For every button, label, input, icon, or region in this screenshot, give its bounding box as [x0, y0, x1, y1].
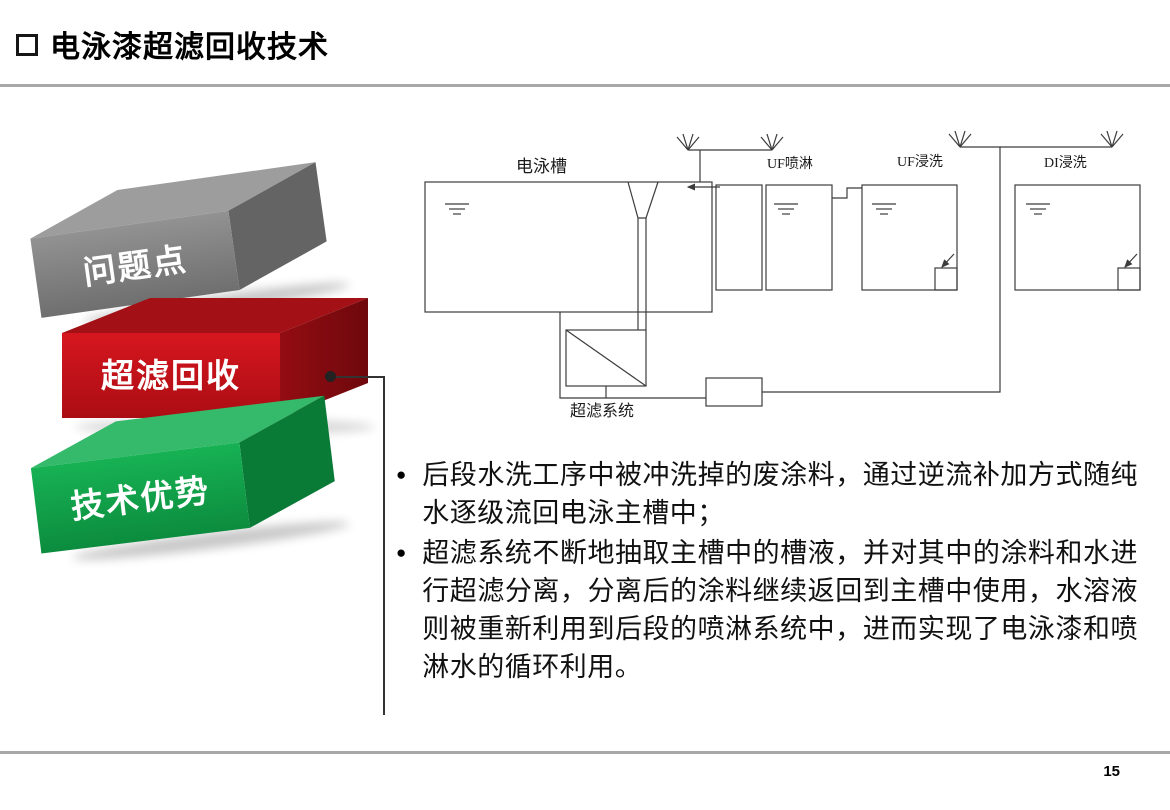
block-shadow	[72, 521, 351, 560]
header-divider	[0, 84, 1170, 87]
pump	[705, 377, 763, 407]
uf-rinse-tank	[861, 184, 958, 291]
square-bullet-icon	[16, 34, 38, 56]
bullet-list: ● 后段水洗工序中被冲洗掉的废涂料，通过逆流补加方式随纯水逐级流回电泳主槽中； …	[396, 456, 1138, 688]
inter-tank-pipe	[832, 187, 862, 199]
flow-arrow	[1124, 253, 1138, 268]
connector-line	[331, 376, 385, 715]
bullet-icon: ●	[396, 543, 407, 562]
water-level-icon	[774, 203, 798, 215]
block-side-face	[228, 162, 327, 290]
spray-icon	[948, 130, 972, 148]
page-number: 15	[1103, 763, 1120, 780]
uf-rinse-label: UF浸洗	[897, 154, 943, 170]
rinse-tank-1	[715, 184, 763, 291]
spray-icon	[676, 133, 700, 151]
block-top-face	[30, 395, 325, 469]
main-tank	[424, 181, 713, 313]
bullet-icon: ●	[396, 465, 407, 484]
nav-block-problem-points[interactable]: 问题点	[25, 162, 331, 318]
overflow-box	[1117, 267, 1141, 291]
nav-block-tech-advantage[interactable]: 技术优势	[27, 395, 340, 554]
spray-icon	[1100, 130, 1124, 148]
block-side-face	[239, 395, 335, 528]
connector-dot	[325, 371, 336, 382]
block-front-face	[30, 210, 240, 318]
water-level-icon	[1026, 203, 1050, 215]
main-tank-label: 电泳槽	[516, 157, 567, 176]
di-rinse-label: DI浸洗	[1044, 155, 1087, 171]
block-top-face	[30, 162, 316, 239]
slide-header: 电泳漆超滤回收技术	[16, 22, 329, 66]
suction-pipe	[559, 312, 706, 399]
footer-divider	[0, 751, 1170, 754]
permeate-return-pipe	[762, 146, 1001, 393]
list-item: ● 后段水洗工序中被冲洗掉的废涂料，通过逆流补加方式随纯水逐级流回电泳主槽中；	[396, 456, 1138, 532]
weir-funnel	[627, 181, 659, 219]
page-title: 电泳漆超滤回收技术	[50, 31, 329, 64]
overflow-box	[934, 267, 958, 291]
diagram-labels: 电泳槽 UF喷淋 UF浸洗 DI浸洗 超滤系统	[516, 154, 1087, 420]
block-front-face	[30, 442, 250, 554]
block-label: 超滤回收	[101, 357, 241, 394]
block-top-face	[62, 298, 368, 333]
di-rinse-tank	[1014, 184, 1141, 291]
bullet-text: 后段水洗工序中被冲洗掉的废涂料，通过逆流补加方式随纯水逐级流回电泳主槽中；	[422, 460, 1138, 528]
uf-spray-label: UF喷淋	[767, 156, 813, 172]
uf-system-label: 超滤系统	[570, 402, 634, 420]
flow-arrow	[941, 253, 955, 268]
block-side-face	[280, 298, 368, 418]
nav-block-uf-recovery[interactable]: 超滤回收	[62, 298, 368, 418]
water-level-icon	[445, 203, 469, 215]
water-level-icon	[872, 203, 896, 215]
spray-icon	[760, 133, 784, 151]
block-front-face	[62, 333, 280, 418]
list-item: ● 超滤系统不断地抽取主槽中的槽液，并对其中的涂料和水进行超滤分离，分离后的涂料…	[396, 534, 1138, 686]
uf-spray-tank	[765, 184, 833, 291]
nav-blocks: 问题点 超滤回收 技术优势	[25, 162, 375, 560]
bullet-text: 超滤系统不断地抽取主槽中的槽液，并对其中的涂料和水进行超滤分离，分离后的涂料继续…	[422, 538, 1138, 682]
process-diagram: 电泳槽 UF喷淋 UF浸洗 DI浸洗 超滤系统	[424, 130, 1141, 420]
